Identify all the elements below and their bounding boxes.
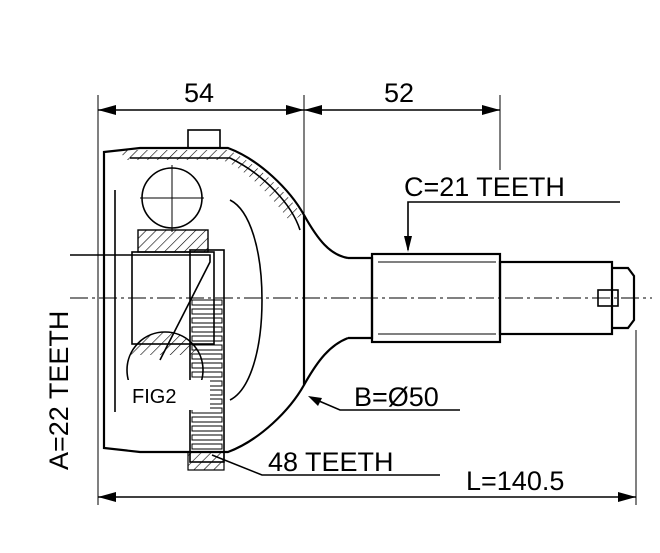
abs-tooth: [191, 335, 223, 342]
abs-tooth: [191, 299, 223, 306]
abs-tooth: [191, 371, 223, 378]
abs-tooth: [191, 326, 223, 333]
abs-tooth: [191, 317, 223, 324]
abs-tooth: [191, 425, 223, 432]
diameter-b-label: B=Ø50: [354, 382, 439, 412]
extension-lines: [97, 95, 637, 505]
outer-housing: [102, 146, 349, 454]
abs-tooth: [191, 353, 223, 360]
spline-c-label: C=21 TEETH: [404, 172, 565, 202]
leader-lines: [70, 201, 620, 476]
dimension-52: 52: [304, 78, 500, 115]
abs-tooth: [191, 416, 223, 423]
abs-tooth: [191, 434, 223, 441]
abs-tone-ring: [187, 249, 225, 471]
total-length-label: L=140.5: [466, 466, 564, 496]
abs-tooth: [191, 344, 223, 351]
abs-tooth: [191, 443, 223, 450]
abs-tooth: [191, 362, 223, 369]
dim-52-label: 52: [384, 78, 414, 108]
abs-teeth-label: 48 TEETH: [268, 447, 394, 477]
inner-ball-cage: [126, 129, 221, 409]
stub-shaft: [348, 252, 636, 344]
fig2-box: [124, 380, 210, 410]
dim-54-label: 54: [184, 78, 214, 108]
fig2-label: FIG2: [132, 386, 176, 408]
dimension-54: 54: [98, 78, 304, 115]
dimension-total-length: L=140.5: [98, 466, 636, 502]
abs-tooth: [191, 308, 223, 315]
spline-a-label: A=22 TEETH: [44, 311, 74, 470]
